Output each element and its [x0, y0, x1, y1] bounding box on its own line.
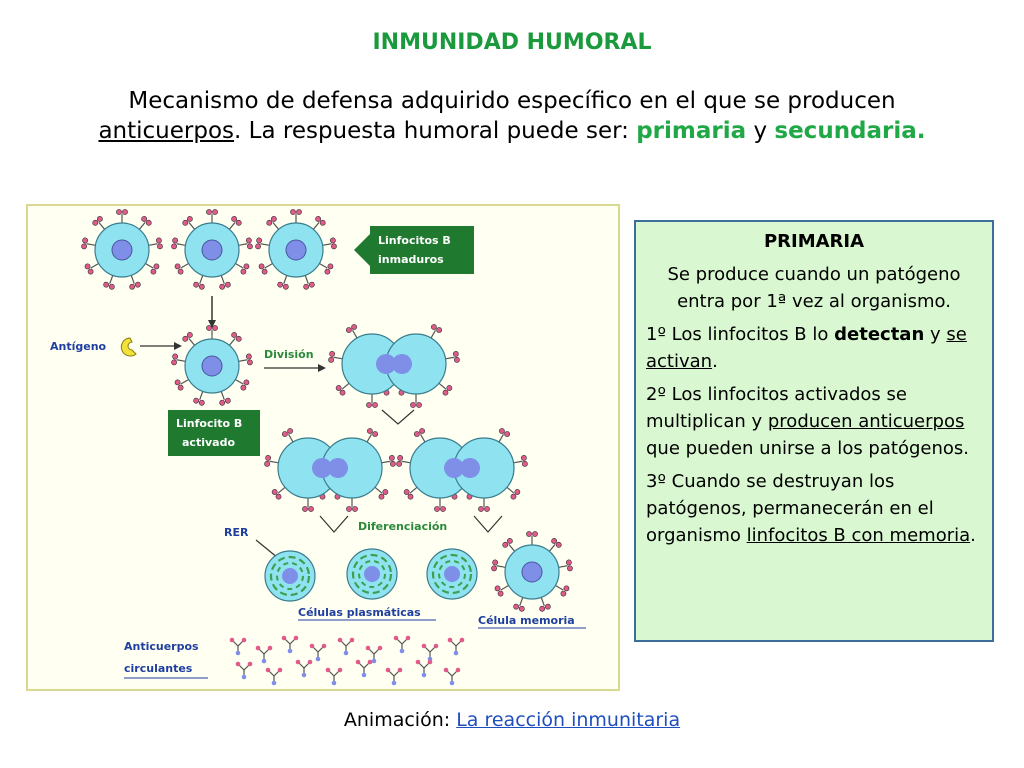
panel-step-1: 1º Los linfocitos B lo detectan y se act…	[646, 324, 967, 372]
antigen-icon	[120, 337, 137, 357]
label-plasmaticas: Células plasmáticas	[298, 606, 421, 619]
primary-response-panel: PRIMARIA Se produce cuando un patógeno e…	[634, 220, 994, 642]
label-inmaduros-2: inmaduros	[378, 253, 444, 266]
split-arrow	[473, 515, 503, 533]
label-box-inmaduros	[370, 226, 474, 274]
label-antigeno: Antígeno	[50, 340, 107, 353]
panel-step-3: 3º Cuando se destruyan los patógenos, pe…	[646, 471, 976, 546]
split-arrow	[381, 409, 415, 425]
intro-mid: . La respuesta humoral puede ser:	[234, 118, 637, 144]
memory-b-cell	[491, 531, 573, 612]
label-rer: RER	[224, 526, 249, 539]
intro-anticuerpos: anticuerpos	[98, 118, 235, 144]
label-anticuerpos-2: circulantes	[124, 662, 193, 675]
immature-b-cell	[255, 209, 337, 290]
split-arrow	[319, 515, 349, 533]
label-activado-2: activado	[182, 436, 235, 449]
panel-description: Se produce cuando un patógeno entra por …	[667, 264, 961, 312]
animation-prefix: Animación:	[343, 709, 457, 731]
dividing-cell	[328, 323, 460, 407]
animation-line: Animación: La reacción inmunitaria	[0, 709, 1024, 731]
pointer-arrow	[354, 234, 370, 266]
label-anticuerpos-1: Anticuerpos	[124, 640, 199, 653]
diagram-svg: Linfocitos B inmaduros Antígeno División…	[50, 206, 586, 686]
panel-heading: PRIMARIA	[763, 231, 865, 252]
animation-link[interactable]: La reacción inmunitaria	[456, 709, 681, 731]
intro-primaria: primaria	[636, 118, 747, 144]
panel-step-2: 2º Los linfocitos activados se multiplic…	[646, 384, 969, 459]
label-diferenciacion: Diferenciación	[358, 520, 447, 533]
humoral-response-diagram: Linfocitos B inmaduros Antígeno División…	[26, 204, 620, 691]
immature-b-cell	[81, 209, 163, 290]
intro-secundaria: secundaria.	[774, 118, 926, 144]
dividing-cell	[396, 427, 528, 511]
label-box-activado	[168, 410, 260, 456]
intro-y: y	[746, 118, 775, 144]
label-activado-1: Linfocito B	[176, 417, 242, 430]
activated-b-cell	[171, 325, 253, 406]
label-memoria: Célula memoria	[478, 614, 575, 627]
intro-text: Mecanismo de defensa adquirido específic…	[40, 86, 984, 146]
plasma-cell	[425, 547, 479, 601]
intro-line1: Mecanismo de defensa adquirido específic…	[128, 88, 896, 114]
plasma-cell	[345, 547, 399, 601]
label-division: División	[264, 348, 314, 361]
immature-b-cell	[171, 209, 253, 290]
dividing-cell	[264, 427, 396, 511]
antibody-icons	[229, 635, 465, 686]
label-inmaduros-1: Linfocitos B	[378, 234, 451, 247]
plasma-cell	[263, 549, 317, 603]
page-title: INMUNIDAD HUMORAL	[372, 30, 652, 55]
